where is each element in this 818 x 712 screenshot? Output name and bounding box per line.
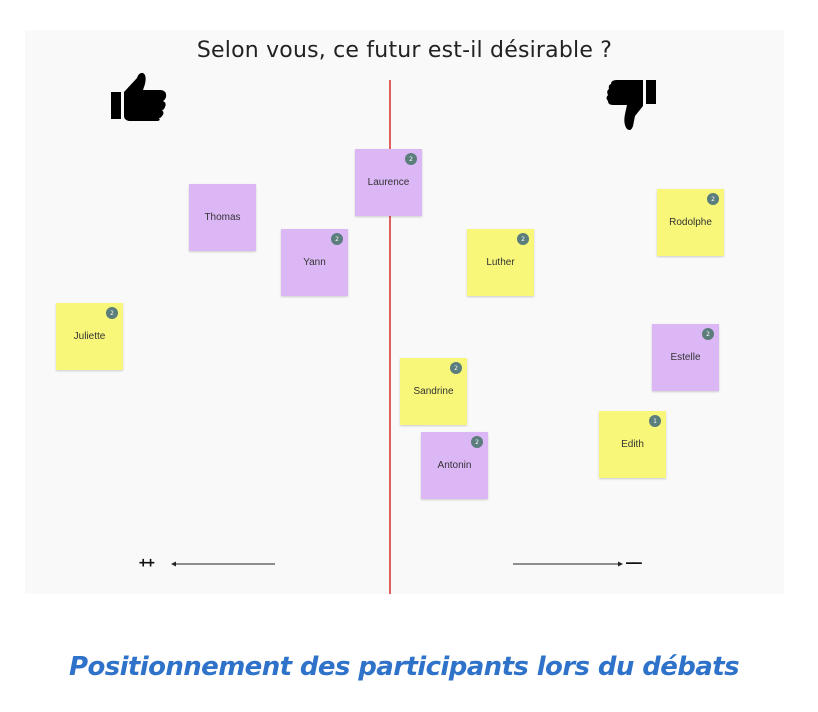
sticky-note[interactable]: Rodolphe 2 [657,189,724,256]
note-badge: 1 [649,415,661,427]
sticky-note[interactable]: Yann 2 [281,229,348,296]
thumbs-up-icon [111,72,167,121]
sticky-note[interactable]: Thomas [189,184,256,251]
note-name: Edith [621,439,644,450]
center-divider-line [389,80,391,594]
note-name: Rodolphe [669,217,712,228]
figure-caption: Positionnement des participants lors du … [69,652,740,682]
note-name: Antonin [437,460,472,471]
sticky-note[interactable]: Sandrine 2 [400,358,467,425]
question-title: Selon vous, ce futur est-il désirable ? [196,38,613,63]
sticky-note[interactable]: Edith 1 [599,411,666,478]
note-name: Yann [303,257,326,268]
thumbs-down-icon [606,80,656,130]
note-name: Luther [486,257,515,268]
note-badge: 2 [517,233,529,245]
scale-negative-label: –– [626,555,642,571]
sticky-note[interactable]: Juliette 2 [56,303,123,370]
note-badge: 2 [450,362,462,374]
note-name: Sandrine [413,386,454,397]
note-badge: 2 [106,307,118,319]
whiteboard: Selon vous, ce futur est-il désirable ? … [25,30,784,594]
note-name: Juliette [73,331,106,342]
right-arrow [513,561,623,567]
note-badge: 2 [331,233,343,245]
sticky-note[interactable]: Antonin 2 [421,432,488,499]
note-name: Laurence [367,177,410,188]
note-badge: 2 [405,153,417,165]
note-badge: 2 [702,328,714,340]
left-arrow [171,561,275,567]
note-name: Thomas [204,212,241,223]
sticky-note[interactable]: Laurence 2 [355,149,422,216]
sticky-note[interactable]: Luther 2 [467,229,534,296]
note-name: Estelle [670,352,701,363]
note-badge: 2 [707,193,719,205]
scale-positive-label: ++ [139,555,155,571]
sticky-note[interactable]: Estelle 2 [652,324,719,391]
note-badge: 2 [471,436,483,448]
